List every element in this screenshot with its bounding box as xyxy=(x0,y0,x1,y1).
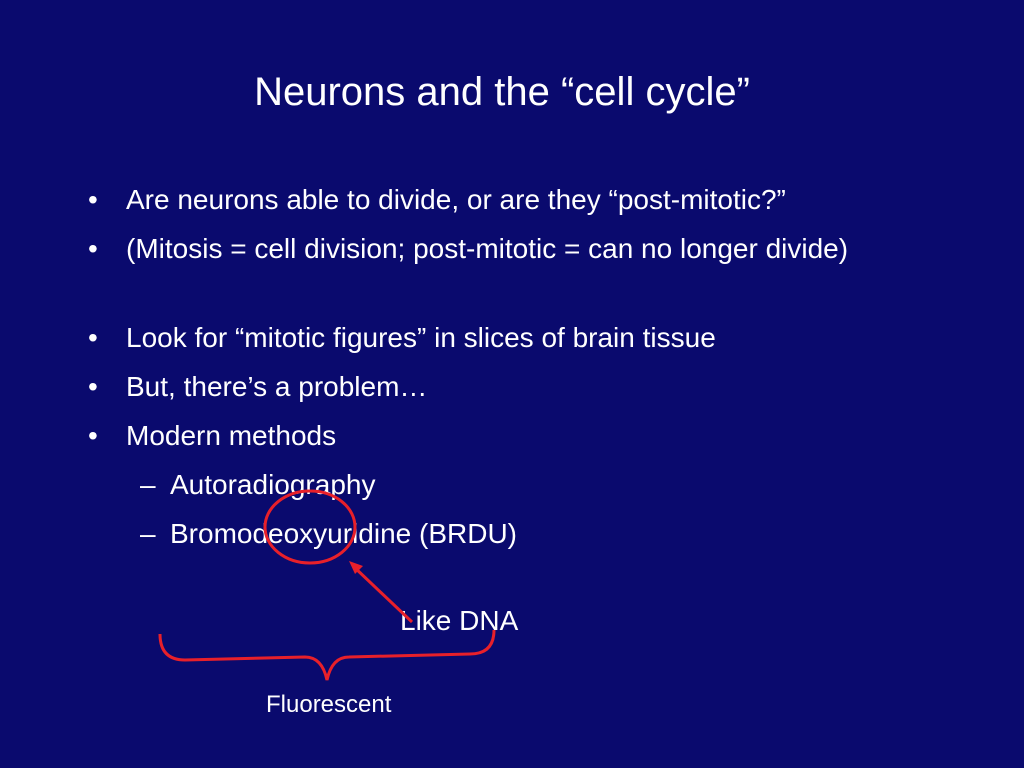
bullet-item: • (Mitosis = cell division; post-mitotic… xyxy=(88,229,928,269)
like-dna-annotation: Like DNA xyxy=(400,605,519,636)
bullet-item: • Are neurons able to divide, or are the… xyxy=(88,180,968,220)
bullet-text: Look for “mitotic figures” in slices of … xyxy=(126,322,716,353)
sub-bullet-mark: – xyxy=(140,469,156,500)
sub-bullet-item: –Autoradiography xyxy=(140,465,375,505)
bullet-mark: • xyxy=(88,420,98,451)
sub-bullet-text: Autoradiography xyxy=(170,469,376,500)
bullet-text: Are neurons able to divide, or are they … xyxy=(126,184,786,215)
bullet-mark: • xyxy=(88,233,98,264)
bullet-item: • Look for “mitotic figures” in slices o… xyxy=(88,318,968,358)
bullet-mark: • xyxy=(88,371,98,402)
bullet-text: (Mitosis = cell division; post-mitotic =… xyxy=(126,233,849,264)
bullet-text: But, there’s a problem… xyxy=(126,371,428,402)
bullet-text: Modern methods xyxy=(126,420,337,451)
sub-bullet-mark: – xyxy=(140,518,156,549)
bullet-mark: • xyxy=(88,322,98,353)
slide-title: Neurons and the “cell cycle” xyxy=(254,70,750,114)
bullet-item: • But, there’s a problem… xyxy=(88,367,968,407)
sub-bullet-item: –Bromodeoxyuridine (BRDU) xyxy=(140,514,517,554)
fluorescent-annotation: Fluorescent xyxy=(266,691,392,718)
pointer-arrow-head xyxy=(349,561,363,574)
sub-bullet-text: Bromodeoxyuridine (BRDU) xyxy=(170,518,518,549)
bullet-mark: • xyxy=(88,184,98,215)
bullet-item: • Modern methods xyxy=(88,416,968,456)
